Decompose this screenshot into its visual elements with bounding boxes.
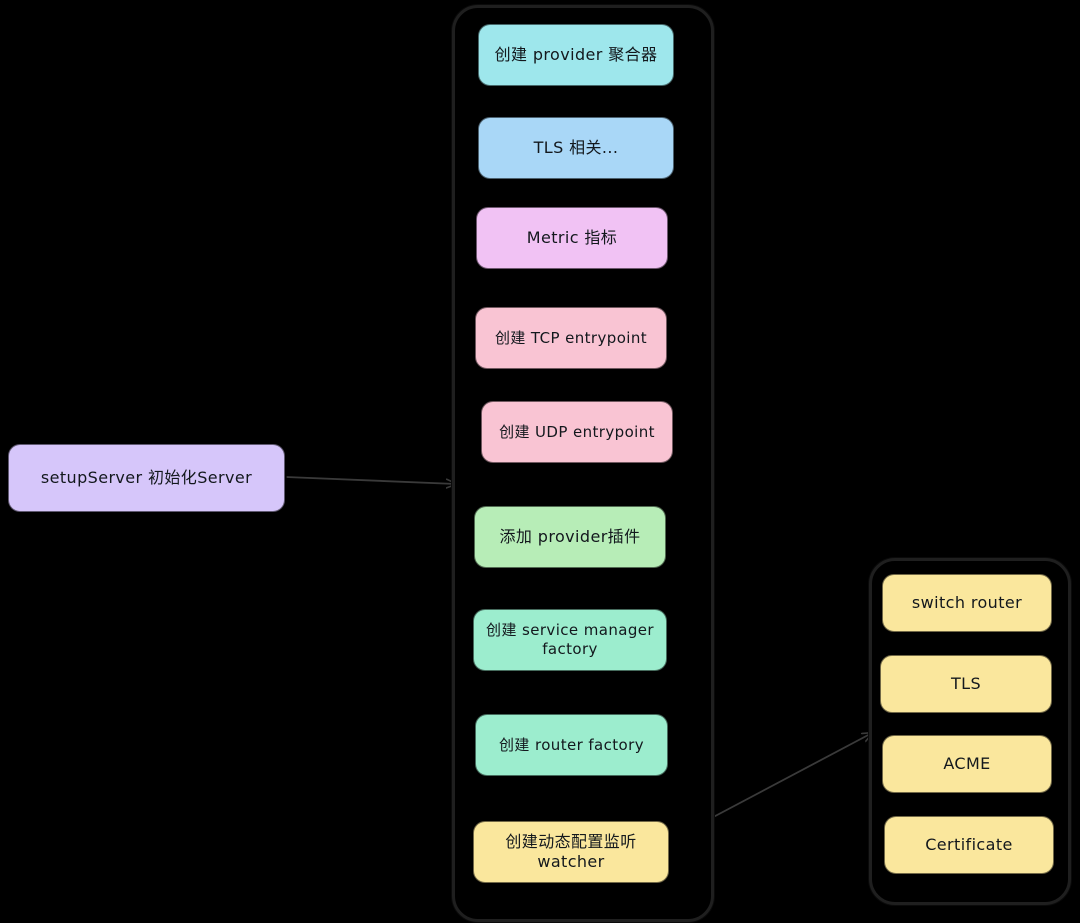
arrow-setupserver-to-steps — [285, 476, 456, 484]
node-label: Metric 指标 — [526, 228, 618, 247]
node-label: 添加 provider插件 — [499, 527, 641, 546]
node-label: TLS 相关... — [533, 138, 619, 157]
node-step-1[interactable]: TLS 相关... — [478, 117, 674, 179]
node-label: 创建 UDP entrypoint — [499, 422, 655, 441]
node-label: Certificate — [925, 835, 1013, 854]
node-target-0[interactable]: switch router — [882, 574, 1052, 632]
node-label: switch router — [911, 593, 1023, 612]
node-step-2[interactable]: Metric 指标 — [476, 207, 668, 269]
node-step-5[interactable]: 添加 provider插件 — [474, 506, 666, 568]
node-step-3[interactable]: 创建 TCP entrypoint — [475, 307, 667, 369]
node-label: 创建 TCP entrypoint — [494, 328, 648, 347]
node-label: setupServer 初始化Server — [40, 468, 253, 487]
node-setup-server[interactable]: setupServer 初始化Server — [8, 444, 285, 512]
node-label: 创建 router factory — [499, 735, 644, 754]
node-label: TLS — [950, 674, 982, 693]
node-step-4[interactable]: 创建 UDP entrypoint — [481, 401, 673, 463]
node-target-1[interactable]: TLS — [880, 655, 1052, 713]
node-target-2[interactable]: ACME — [882, 735, 1052, 793]
node-step-6[interactable]: 创建 service manager factory — [473, 609, 667, 671]
node-label: ACME — [943, 754, 991, 773]
node-step-0[interactable]: 创建 provider 聚合器 — [478, 24, 674, 86]
node-label: 创建动态配置监听 watcher — [505, 832, 637, 871]
node-step-8[interactable]: 创建动态配置监听 watcher — [473, 821, 669, 883]
node-label: 创建 provider 聚合器 — [494, 45, 658, 64]
node-label: 创建 service manager factory — [486, 621, 654, 658]
node-target-3[interactable]: Certificate — [884, 816, 1054, 874]
node-step-7[interactable]: 创建 router factory — [475, 714, 668, 776]
